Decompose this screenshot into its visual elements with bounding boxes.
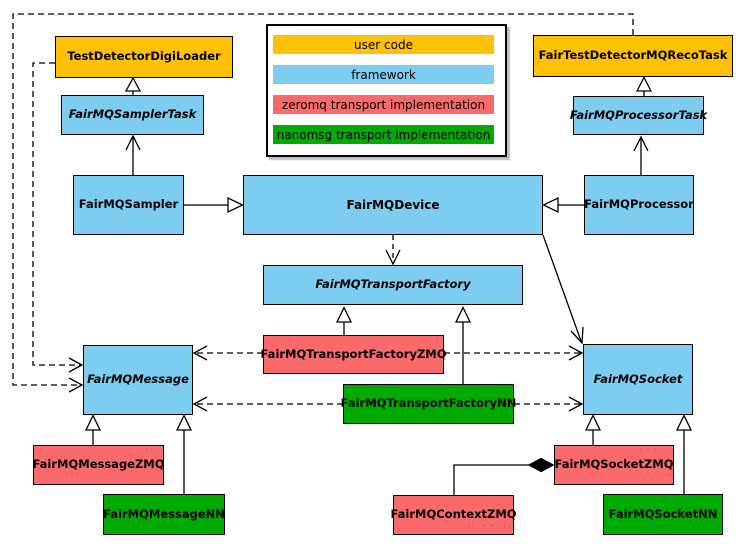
node-fairmqmessagezmq: FairMQMessageZMQ (32, 445, 165, 485)
node-fairmqcontextzmq: FairMQContextZMQ (390, 495, 517, 535)
edge-socketnn-socket (675, 414, 693, 494)
node-fairmqsocket: FairMQSocket (583, 344, 693, 415)
legend-item-framework: framework (273, 65, 494, 84)
edge-factoryzmq-message (192, 345, 263, 361)
node-fairmqmessagenn: FairMQMessageNN (103, 494, 225, 535)
node-fairmqsampler: FairMQSampler (73, 175, 184, 235)
node-fairmqprocessor: FairMQProcessor (584, 175, 694, 235)
node-fairmqprocessortask: FairMQProcessorTask (570, 96, 707, 135)
edge-factorynn-message (192, 396, 343, 412)
node-fairmqdevice: FairMQDevice (243, 175, 543, 235)
node-testdetectordigiloader: TestDetectorDigiLoader (55, 36, 233, 78)
edge-samplertask-digiloader (124, 76, 142, 95)
legend-item-nanomsg: nanomsg transport implementation (273, 125, 494, 144)
edge-factoryzmq-transportfactory (335, 306, 353, 335)
edge-processor-processortask (633, 135, 649, 175)
legend: user code framework zeromq transport imp… (266, 24, 507, 157)
edge-messagenn-message (175, 414, 193, 494)
node-fairmqtransportfactory: FairMQTransportFactory (263, 265, 523, 305)
node-fairmqmessage: FairMQMessage (83, 345, 193, 415)
edge-digiloader-message (32, 62, 84, 373)
legend-item-user-code: user code (273, 35, 494, 54)
edge-processor-device (542, 196, 584, 214)
edge-contextzmq-socketzmq (453, 457, 555, 495)
edge-factorynn-socket (514, 396, 584, 412)
edge-sampler-samplertask (125, 134, 141, 175)
edge-device-transportfactory (385, 235, 401, 266)
edge-messagezmq-message (84, 414, 102, 445)
edge-recotask-message (12, 13, 634, 393)
node-fairmqtransportfactorynn: FairMQTransportFactoryNN (341, 384, 516, 424)
edge-factorynn-transportfactory (454, 306, 472, 384)
edge-processortask-recotask (635, 76, 653, 96)
node-fairmqsocketzmq: FairMQSocketZMQ (554, 445, 674, 485)
edge-sampler-device (184, 196, 244, 214)
edge-factoryzmq-socket (444, 345, 584, 361)
edge-device-socket (542, 234, 584, 345)
node-fairmqtransportfactoryzmq: FairMQTransportFactoryZMQ (261, 335, 447, 374)
node-fairmqsocketnn: FairMQSocketNN (603, 494, 723, 535)
node-fairmqsamplertask: FairMQSamplerTask (61, 95, 204, 135)
legend-item-zeromq: zeromq transport implementation (273, 95, 494, 114)
node-fairtestdetectormqrecotask: FairTestDetectorMQRecoTask (533, 35, 733, 77)
edge-socketzmq-socket (584, 414, 602, 445)
